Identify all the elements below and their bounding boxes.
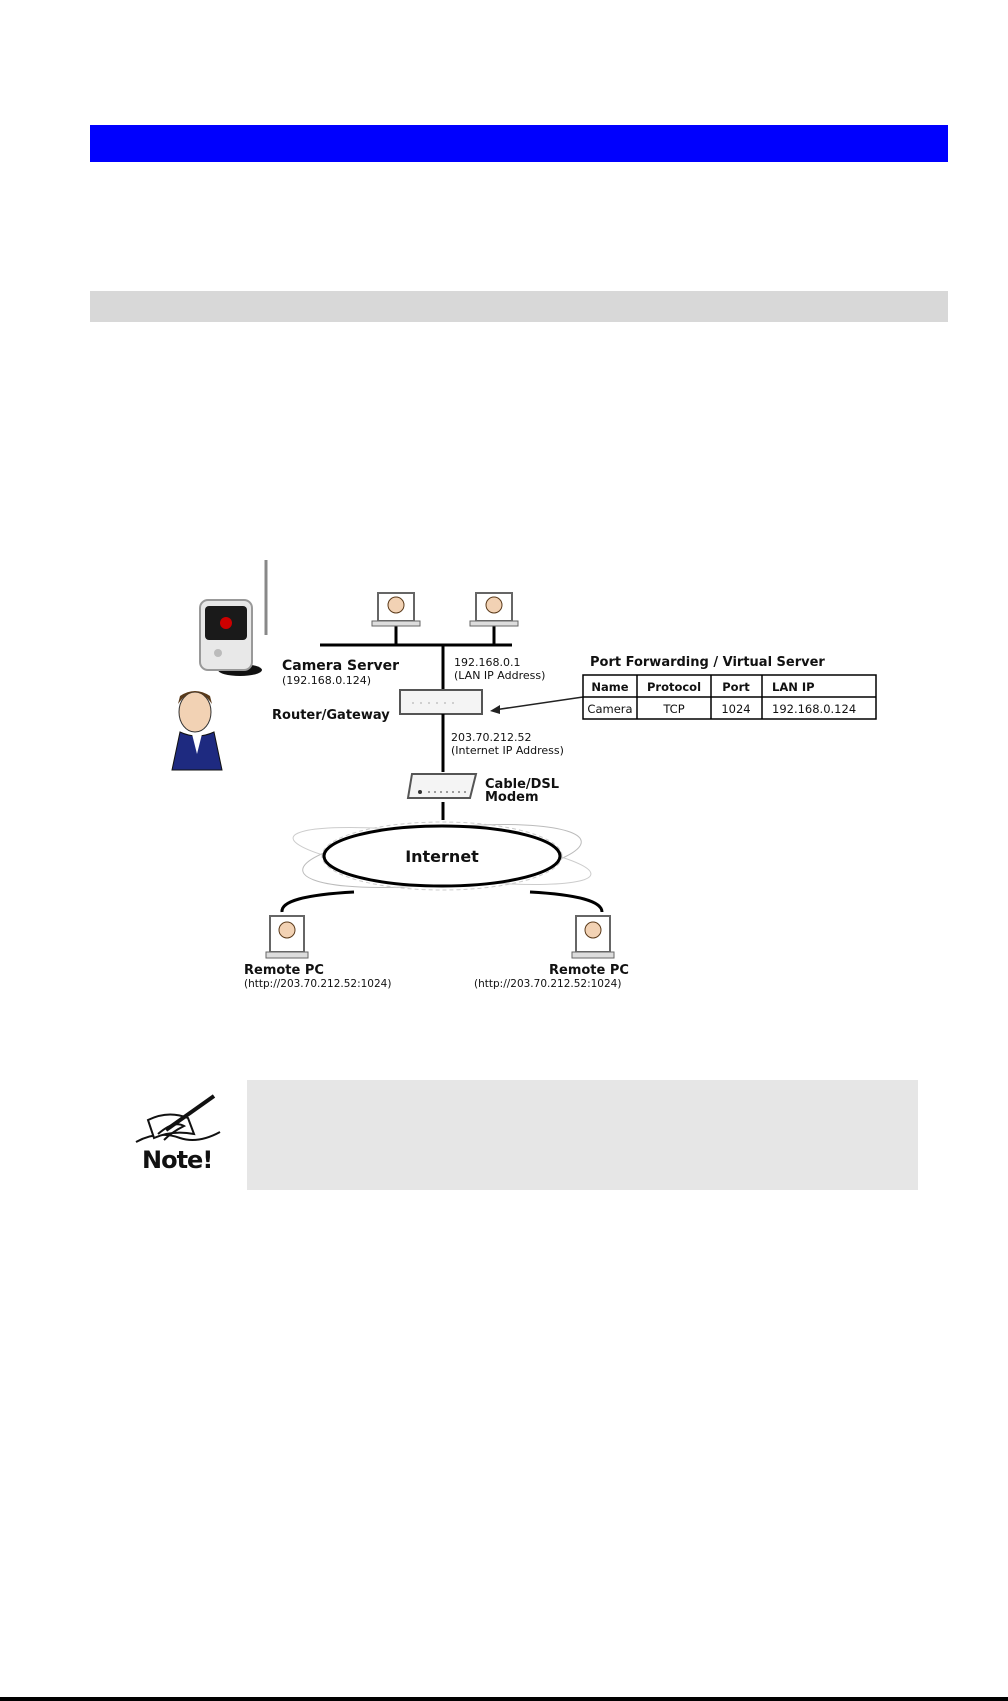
ip-camera-icon [199, 560, 268, 676]
remote-pc-left-icon [265, 915, 309, 959]
remote-pc-right-icon [571, 915, 615, 959]
port-forwarding-table: Name Protocol Port LAN IP Camera TCP 102… [582, 674, 877, 720]
person-icon [171, 691, 223, 771]
modem-label-line1: Cable/DSL [485, 777, 559, 792]
note-pen-icon [135, 1094, 221, 1143]
lan-ip: 192.168.0.1 [454, 656, 520, 669]
modem-label-line2: Modem [485, 790, 539, 805]
remote-link-left [280, 890, 355, 913]
lan-pc-2-icon [469, 592, 519, 627]
lan-bus [320, 623, 512, 690]
port-forward-arrow [490, 696, 584, 714]
table-header-protocol: Protocol [647, 680, 701, 694]
internet-ip: 203.70.212.52 [451, 731, 531, 744]
table-cell-lan-ip: 192.168.0.124 [772, 702, 856, 716]
remote-pc-right-label: Remote PC [549, 963, 629, 978]
remote-pc-left-label: Remote PC [244, 963, 324, 978]
table-cell-port: 1024 [721, 702, 750, 716]
note-label: Note! [142, 1146, 213, 1174]
page-bottom-rule [0, 1697, 1008, 1701]
table-header-port: Port [722, 680, 750, 694]
remote-pc-left-url: (http://203.70.212.52:1024) [244, 978, 391, 990]
lan-ip-caption: (LAN IP Address) [454, 669, 545, 682]
remote-link-right [529, 890, 604, 913]
section-heading-bar [90, 125, 948, 162]
remote-pc-right-url: (http://203.70.212.52:1024) [474, 978, 621, 990]
camera-server-label: Camera Server [282, 658, 399, 674]
subsection-heading-bar [90, 291, 948, 322]
table-cell-protocol: TCP [662, 702, 684, 716]
note-panel [247, 1080, 918, 1190]
port-forwarding-title: Port Forwarding / Virtual Server [590, 655, 825, 670]
table-header-name: Name [591, 680, 628, 694]
router-label: Router/Gateway [272, 708, 390, 723]
table-header-lan-ip: LAN IP [772, 680, 815, 694]
camera-server-ip: (192.168.0.124) [282, 674, 371, 687]
modem-icon [406, 773, 478, 799]
internet-ip-caption: (Internet IP Address) [451, 744, 564, 757]
lan-pc-1-icon [371, 592, 421, 627]
internet-cloud-icon [292, 821, 592, 891]
network-diagram: Camera Server (192.168.0.124) Router/Gat… [0, 540, 1008, 1000]
internet-label: Internet [405, 847, 479, 866]
table-cell-name: Camera [587, 702, 632, 716]
router-icon [399, 689, 483, 715]
